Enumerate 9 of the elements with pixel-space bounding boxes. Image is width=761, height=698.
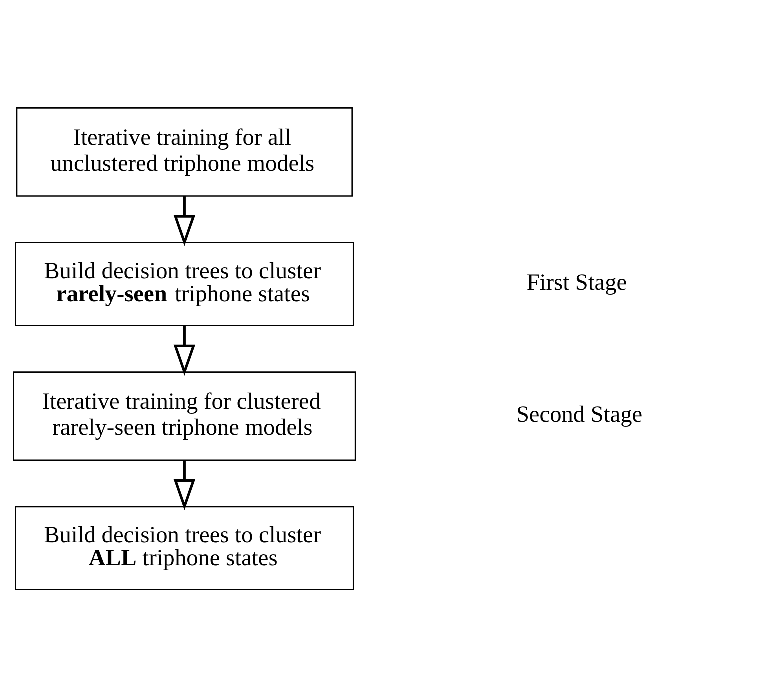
node-box: Build decision trees to cluster ALL triphone states <box>15 506 354 590</box>
node-box: Iterative training for all unclustered triphone models <box>16 108 353 197</box>
label: Second Stage <box>516 402 643 428</box>
arrow <box>174 196 196 246</box>
label: First Stage <box>526 270 628 296</box>
node-box: Iterative training for clustered rarely-seen triphone models <box>13 372 356 461</box>
arrow <box>174 460 196 510</box>
node-box: Build decision trees to cluster rarely-seen triphone states <box>15 242 354 326</box>
arrow <box>174 326 196 376</box>
